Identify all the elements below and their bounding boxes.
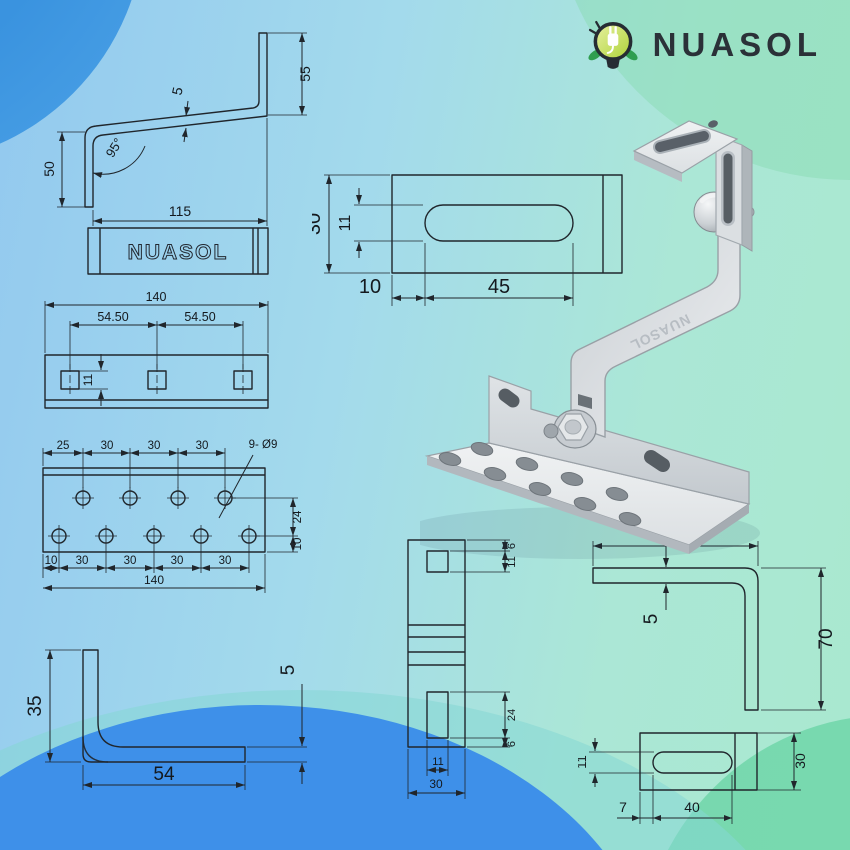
base-holes (438, 442, 642, 526)
dim-thickness: 5 (641, 614, 662, 625)
part-outline (407, 539, 466, 748)
dim-bottom-margin: 10 (292, 538, 304, 551)
dim-width: 54 (153, 764, 175, 785)
bolt-assembly (543, 409, 597, 449)
dim-width: 30 (429, 777, 443, 791)
arm-square-hole (578, 394, 592, 409)
thread-stub (543, 423, 559, 439)
dim-bot-0: 10 (45, 555, 58, 567)
drawing-three-hole-plate: 140 54.50 54.50 11 (18, 288, 308, 433)
dimension-lines (589, 732, 801, 824)
dim-hole-size: 11 (81, 373, 95, 386)
dimension-lines (57, 32, 307, 226)
dim-height: 70 (816, 628, 837, 649)
drawing-side-profile: 55 50 115 95° 5 NUASOL (15, 18, 315, 288)
dim-angle: 95° (103, 135, 126, 160)
dimension-lines (324, 174, 574, 306)
dim-height-left: 50 (41, 161, 57, 177)
dimension-lines (44, 301, 269, 406)
dim-height: 30 (792, 753, 808, 769)
dim-bot-3: 30 (171, 555, 184, 567)
lightbulb-plug-icon (588, 20, 638, 69)
dim-top-1: 30 (101, 440, 114, 452)
plate-brand-label: NUASOL (128, 241, 229, 264)
dim-bot-2: 30 (124, 555, 137, 567)
plate-hole (708, 120, 718, 128)
bracket-leg (715, 134, 753, 252)
base-right-slot (644, 450, 670, 472)
dim-bottom-margin: 6 (506, 741, 518, 747)
dim-bot-1: 30 (76, 555, 89, 567)
dim-height-top: 55 (297, 66, 313, 82)
part-outline (84, 32, 269, 275)
dim-hole-height: 11 (506, 556, 518, 567)
dim-top-0: 25 (57, 440, 70, 452)
product-render: NUASOL (400, 85, 805, 565)
dim-pitch-left: 54.50 (97, 310, 128, 324)
drawing-bottom-slot-plate: 11 30 7 40 (574, 710, 848, 850)
drawing-l-profile-small: 35 54 5 (15, 622, 315, 812)
hole-callout: 9- Ø9 (249, 439, 278, 451)
dim-slot-height: 24 (506, 709, 518, 721)
part-outline (391, 174, 623, 274)
dim-top-2: 30 (148, 440, 161, 452)
dim-slot-height: 11 (578, 755, 589, 769)
part-outline (82, 649, 246, 763)
dim-edge-offset: 7 (619, 799, 627, 815)
dim-height: 30 (312, 213, 325, 235)
dim-slot-height: 11 (337, 215, 354, 232)
dim-slot-length: 45 (488, 276, 510, 298)
dim-width: 140 (144, 573, 164, 587)
top-bracket-plate (632, 120, 739, 182)
dim-row-gap: 24 (292, 510, 304, 523)
part-outline (42, 467, 266, 553)
dim-length: 115 (169, 203, 192, 219)
dim-width: 140 (146, 290, 167, 304)
drawing-nine-hole-plate: 25 30 30 30 9- Ø9 24 10 10 30 30 30 30 1… (10, 428, 310, 618)
dim-edge-offset: 10 (359, 276, 381, 298)
dimension-lines (407, 539, 510, 799)
plate-slot (655, 131, 709, 152)
dimension-lines (42, 448, 298, 593)
part-outline (639, 732, 758, 791)
drawing-vertical-strip: 6 11 24 6 11 30 (393, 518, 568, 815)
dim-height: 35 (25, 695, 46, 716)
dim-top-3: 30 (196, 440, 209, 452)
dim-bot-4: 30 (219, 555, 232, 567)
dim-slot-length: 40 (684, 799, 700, 815)
brand-logo: NUASOL (583, 16, 822, 74)
part-outline (44, 354, 269, 409)
dimension-lines (45, 649, 307, 790)
part-outline (592, 567, 759, 711)
dim-top-margin: 6 (506, 543, 518, 549)
dim-thickness: 5 (168, 85, 185, 96)
dim-pitch-right: 54.50 (184, 310, 215, 324)
dimension-lines (592, 541, 826, 711)
dim-thickness: 5 (278, 665, 299, 676)
base-left-slot (498, 388, 520, 408)
brand-wordmark: NUASOL (652, 26, 822, 63)
dim-hole-width: 11 (432, 756, 443, 768)
